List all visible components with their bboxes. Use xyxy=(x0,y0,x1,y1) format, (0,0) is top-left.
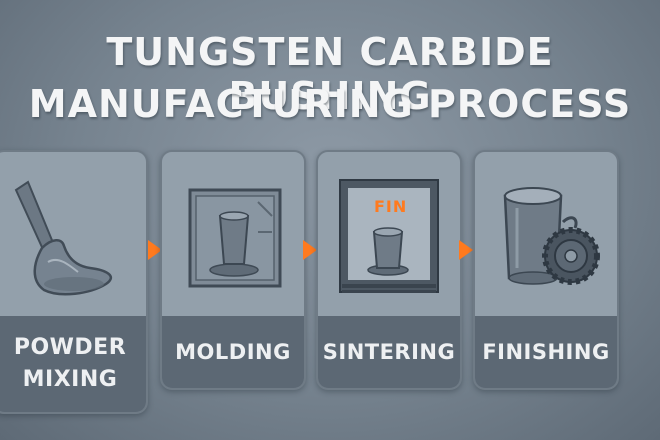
step-label-line-1: POWDER xyxy=(13,335,127,361)
step-label-molding: MOLDING xyxy=(162,316,304,388)
step-label-powder-mixing: POWDER MIXING xyxy=(0,316,146,412)
powder-scoop-icon xyxy=(14,180,113,296)
step-label-finishing: FINISHING xyxy=(475,316,617,388)
mold-press-icon xyxy=(188,188,282,288)
flow-arrow-icon xyxy=(459,240,473,260)
step-card-molding: MOLDING xyxy=(160,150,306,390)
step-card-sintering: FIN SINTERING xyxy=(316,150,462,390)
furnace-icon: FIN xyxy=(339,179,439,293)
step-card-finishing: FINISHING xyxy=(473,150,619,390)
step-label-sintering: SINTERING xyxy=(318,316,460,388)
diagram-title-line-2: MANUFACTURING PROCESS xyxy=(28,82,632,126)
step-card-powder-mixing: POWDER MIXING xyxy=(0,150,148,414)
step-label-line-2: MIXING xyxy=(22,367,118,392)
diagram-title-line-1: TUNGSTEN CARBIDE BUSHING xyxy=(106,30,554,118)
furnace-glow-text: FIN xyxy=(374,197,407,216)
flow-arrow-icon xyxy=(303,240,317,260)
grinding-wheel-icon xyxy=(503,187,600,285)
flow-arrow-icon xyxy=(148,240,162,260)
